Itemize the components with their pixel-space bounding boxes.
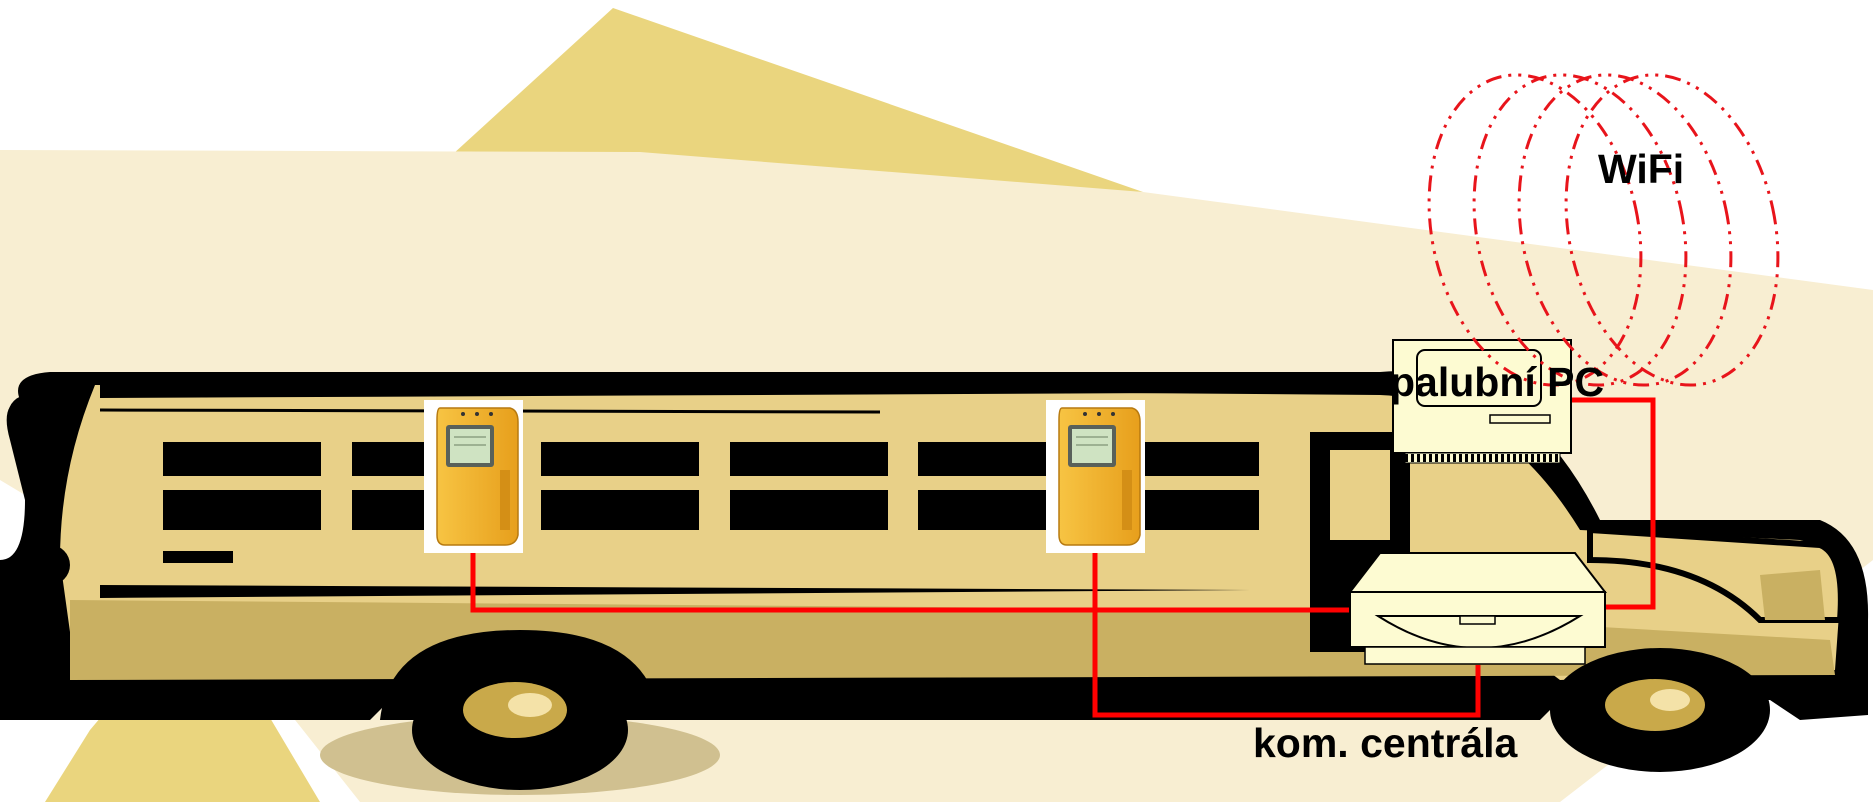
- bus-rear-light: [8, 395, 48, 435]
- communication-unit-icon: [1350, 553, 1605, 664]
- ticket-validator-icon: [1046, 400, 1145, 553]
- bus-wheel-front: [1550, 648, 1770, 772]
- wifi-label: WiFi: [1598, 146, 1684, 192]
- bus-rear-light-lower: [30, 545, 70, 585]
- onboard-pc-label: palubní PC: [1390, 359, 1604, 405]
- comm-unit-label: kom. centrála: [1253, 720, 1519, 766]
- ticket-validator-icon: [424, 400, 523, 553]
- bus-door-pane: [1330, 450, 1390, 540]
- bus-front-grille: [1760, 570, 1825, 620]
